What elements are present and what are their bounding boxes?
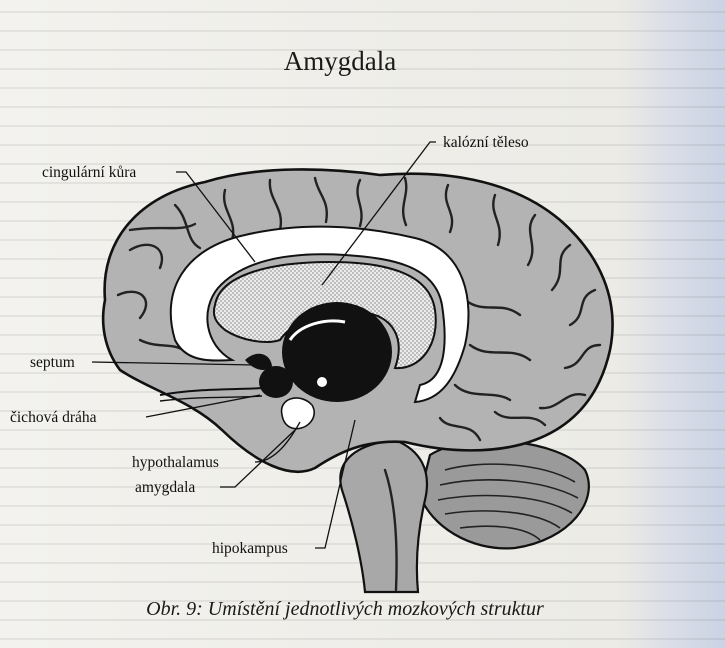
label-cingulate-cortex: cingulární kůra [42, 164, 136, 181]
mamillary-body [317, 377, 327, 387]
label-hypothalamus: hypothalamus [132, 454, 219, 471]
hypothalamus-structure [259, 366, 293, 398]
cerebellum [420, 441, 589, 549]
figure-caption: Obr. 9: Umístění jednotlivých mozkových … [0, 598, 690, 621]
label-septum: septum [30, 354, 75, 371]
label-olfactory-tract: čichová dráha [10, 409, 97, 426]
amygdala-structure [282, 398, 315, 429]
label-amygdala: amygdala [135, 479, 195, 496]
thalamus [282, 302, 392, 402]
brainstem [340, 440, 427, 592]
label-corpus-callosum: kalózní těleso [443, 134, 529, 151]
label-hippocampus: hipokampus [212, 540, 288, 557]
